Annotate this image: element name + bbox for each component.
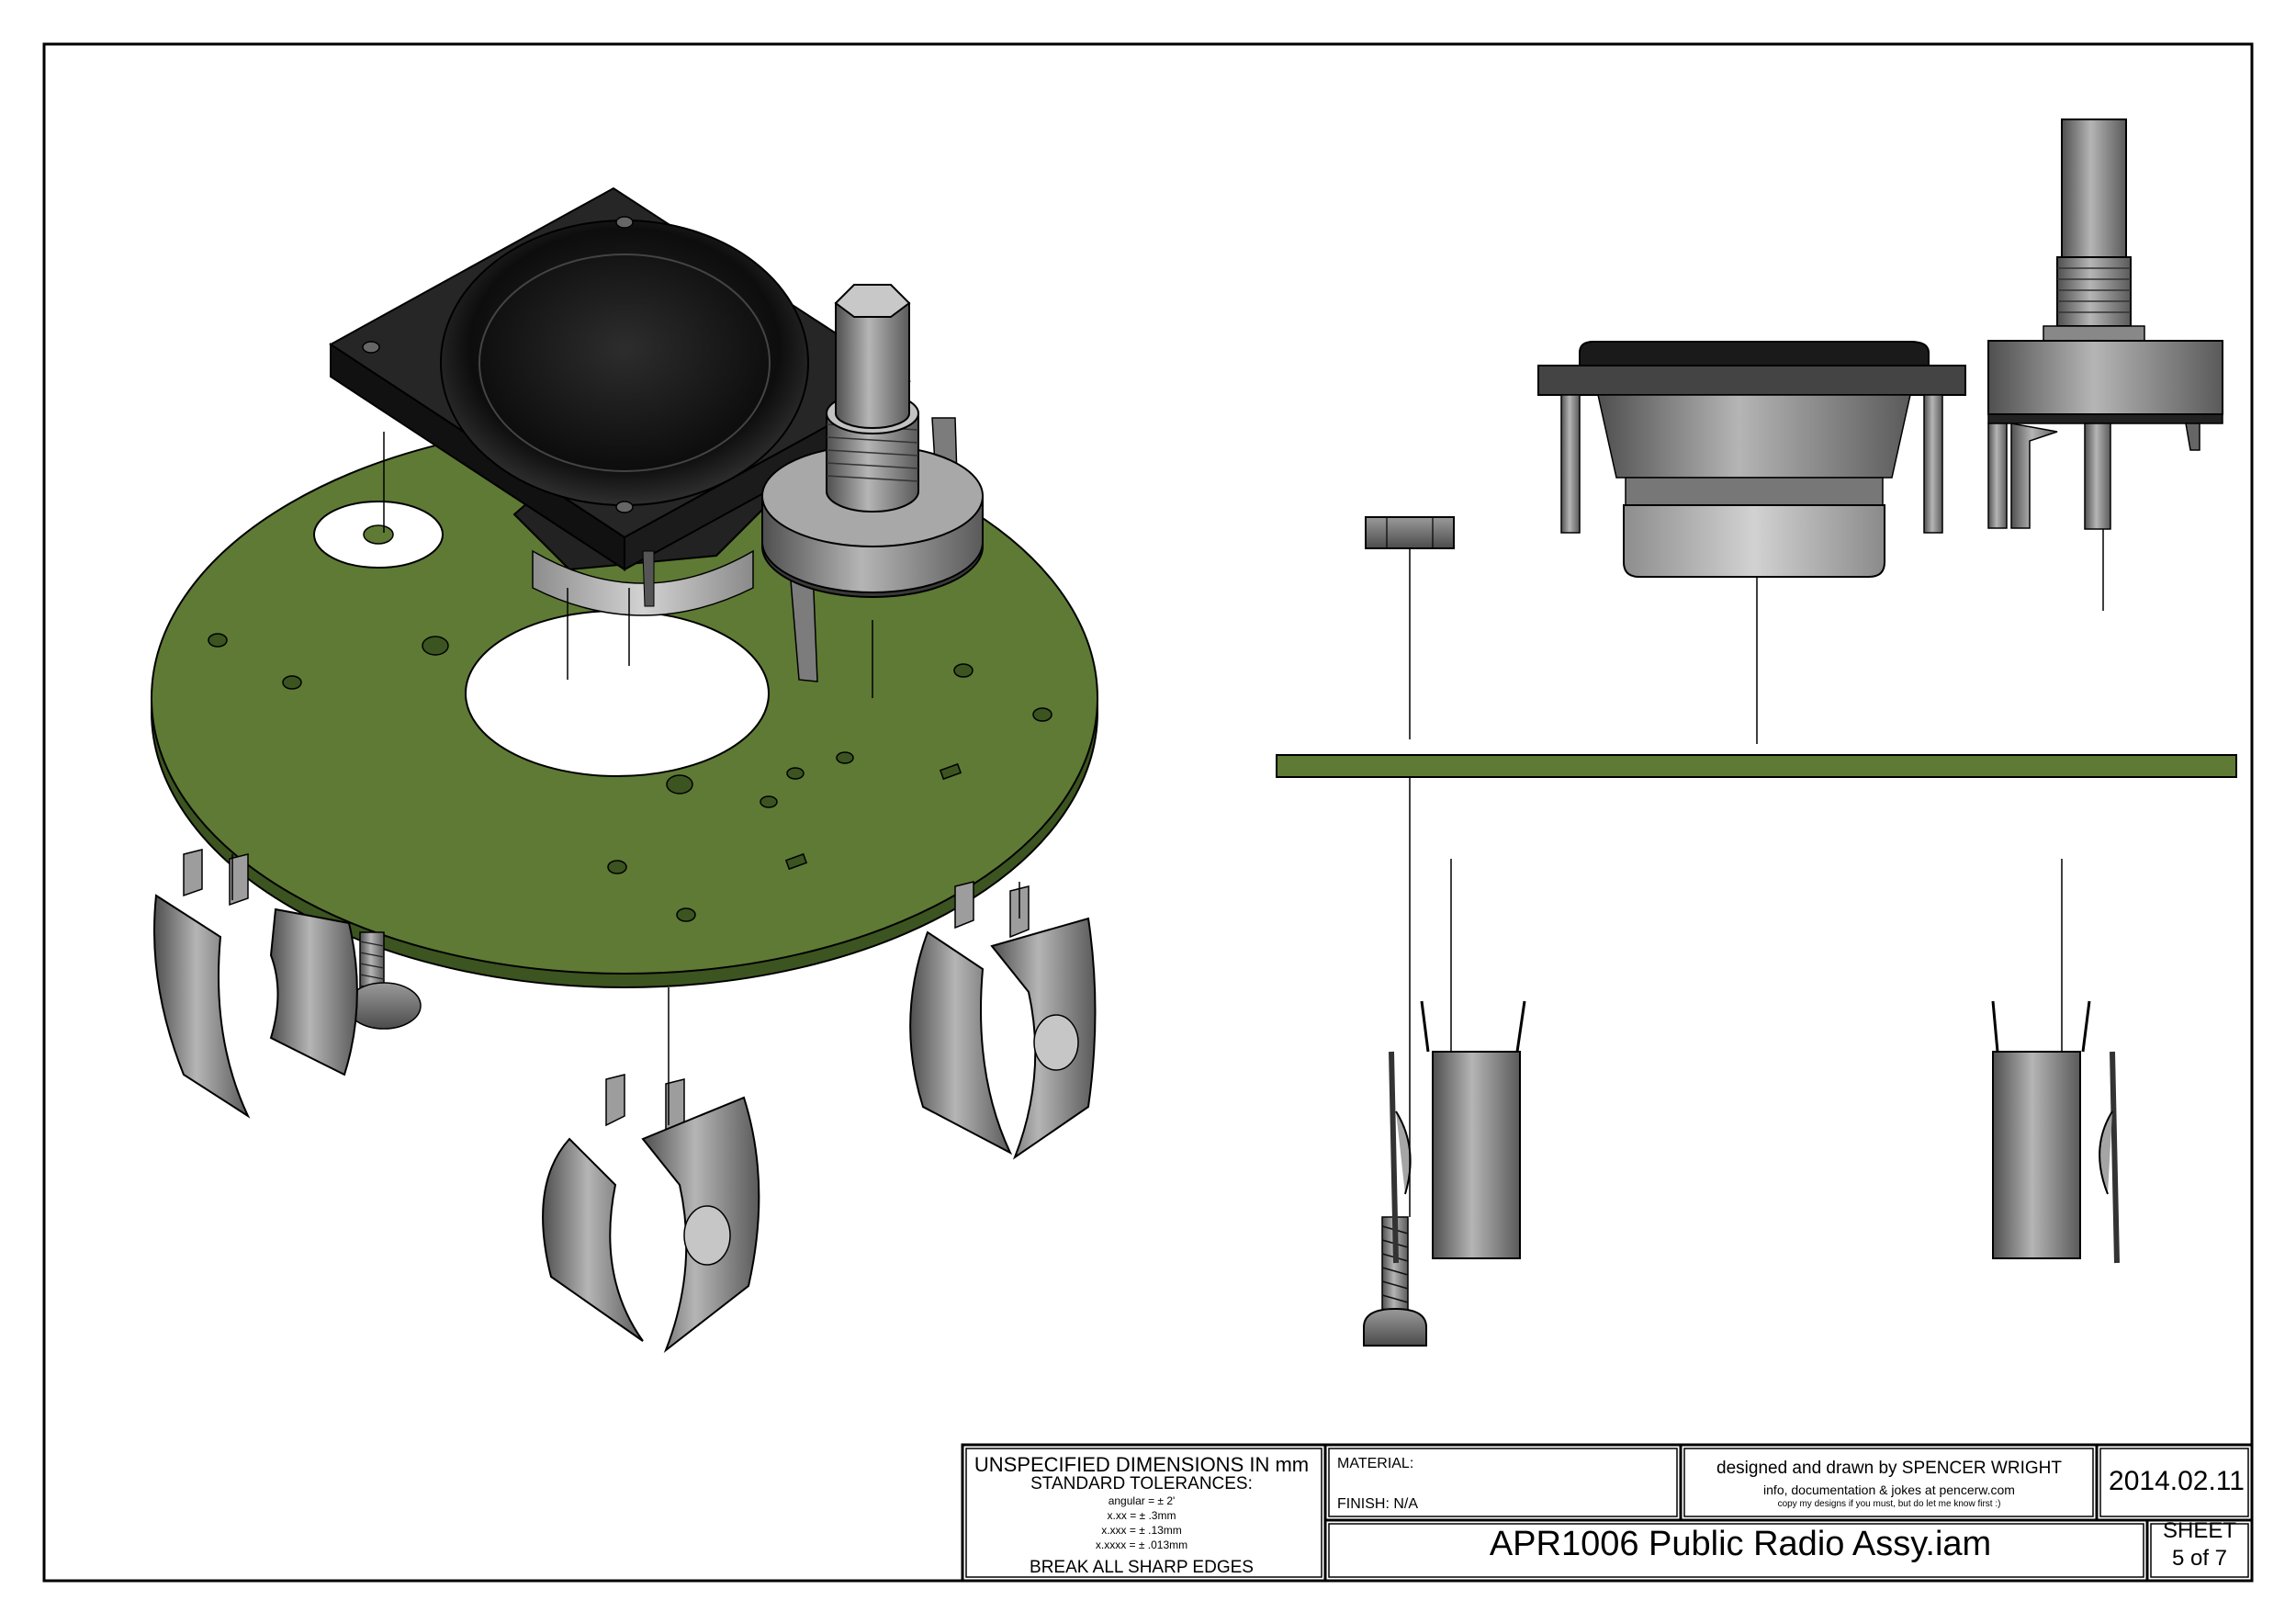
standard-tolerances-label: STANDARD TOLERANCES: bbox=[1030, 1474, 1253, 1493]
isometric-view bbox=[151, 186, 1098, 1354]
pcb-side bbox=[1276, 754, 2237, 778]
tolerance-three-decimal: x.xxx = ± .13mm bbox=[1101, 1524, 1182, 1537]
sheet-number: 5 of 7 bbox=[2171, 1546, 2228, 1571]
info-line: info, documentation & jokes at pencerw.c… bbox=[1763, 1482, 2015, 1497]
tolerance-four-decimal: x.xxxx = ± .013mm bbox=[1095, 1538, 1188, 1551]
battery-clip-iso-right bbox=[909, 881, 1097, 1160]
designer-credit: designed and drawn by SPENCER WRIGHT bbox=[1716, 1459, 2062, 1478]
break-edges-note: BREAK ALL SHARP EDGES bbox=[1030, 1558, 1254, 1577]
tolerance-angular: angular = ± 2' bbox=[1108, 1494, 1176, 1507]
material-field: MATERIAL: bbox=[1337, 1456, 1414, 1471]
drawing-date: 2014.02.11 bbox=[2109, 1466, 2245, 1496]
sheet-label: SHEET bbox=[2162, 1518, 2236, 1543]
nut-side bbox=[1365, 516, 1455, 549]
battery-clip-iso-center bbox=[542, 1074, 760, 1354]
tolerance-two-decimal: x.xx = ± .3mm bbox=[1107, 1509, 1176, 1522]
potentiometer-side bbox=[1987, 118, 2223, 530]
part-name: APR1006 Public Radio Assy.iam bbox=[1489, 1525, 1992, 1563]
speaker-side bbox=[1537, 341, 1966, 578]
finish-field: FINISH: N/A bbox=[1337, 1496, 1419, 1512]
battery-clip-iso-left bbox=[153, 849, 358, 1119]
battery-clip-side-left bbox=[1389, 1000, 1526, 1264]
side-view bbox=[1276, 118, 2237, 1347]
title-block bbox=[961, 1443, 2254, 1583]
copy-note: copy my designs if you must, but do let … bbox=[1777, 1499, 2001, 1509]
dimensions-note-title: UNSPECIFIED DIMENSIONS IN mm bbox=[974, 1453, 1310, 1476]
screw-iso bbox=[346, 931, 422, 1030]
speaker bbox=[329, 186, 911, 616]
battery-clip-side-right bbox=[1991, 1000, 2120, 1264]
potentiometer bbox=[761, 284, 984, 682]
